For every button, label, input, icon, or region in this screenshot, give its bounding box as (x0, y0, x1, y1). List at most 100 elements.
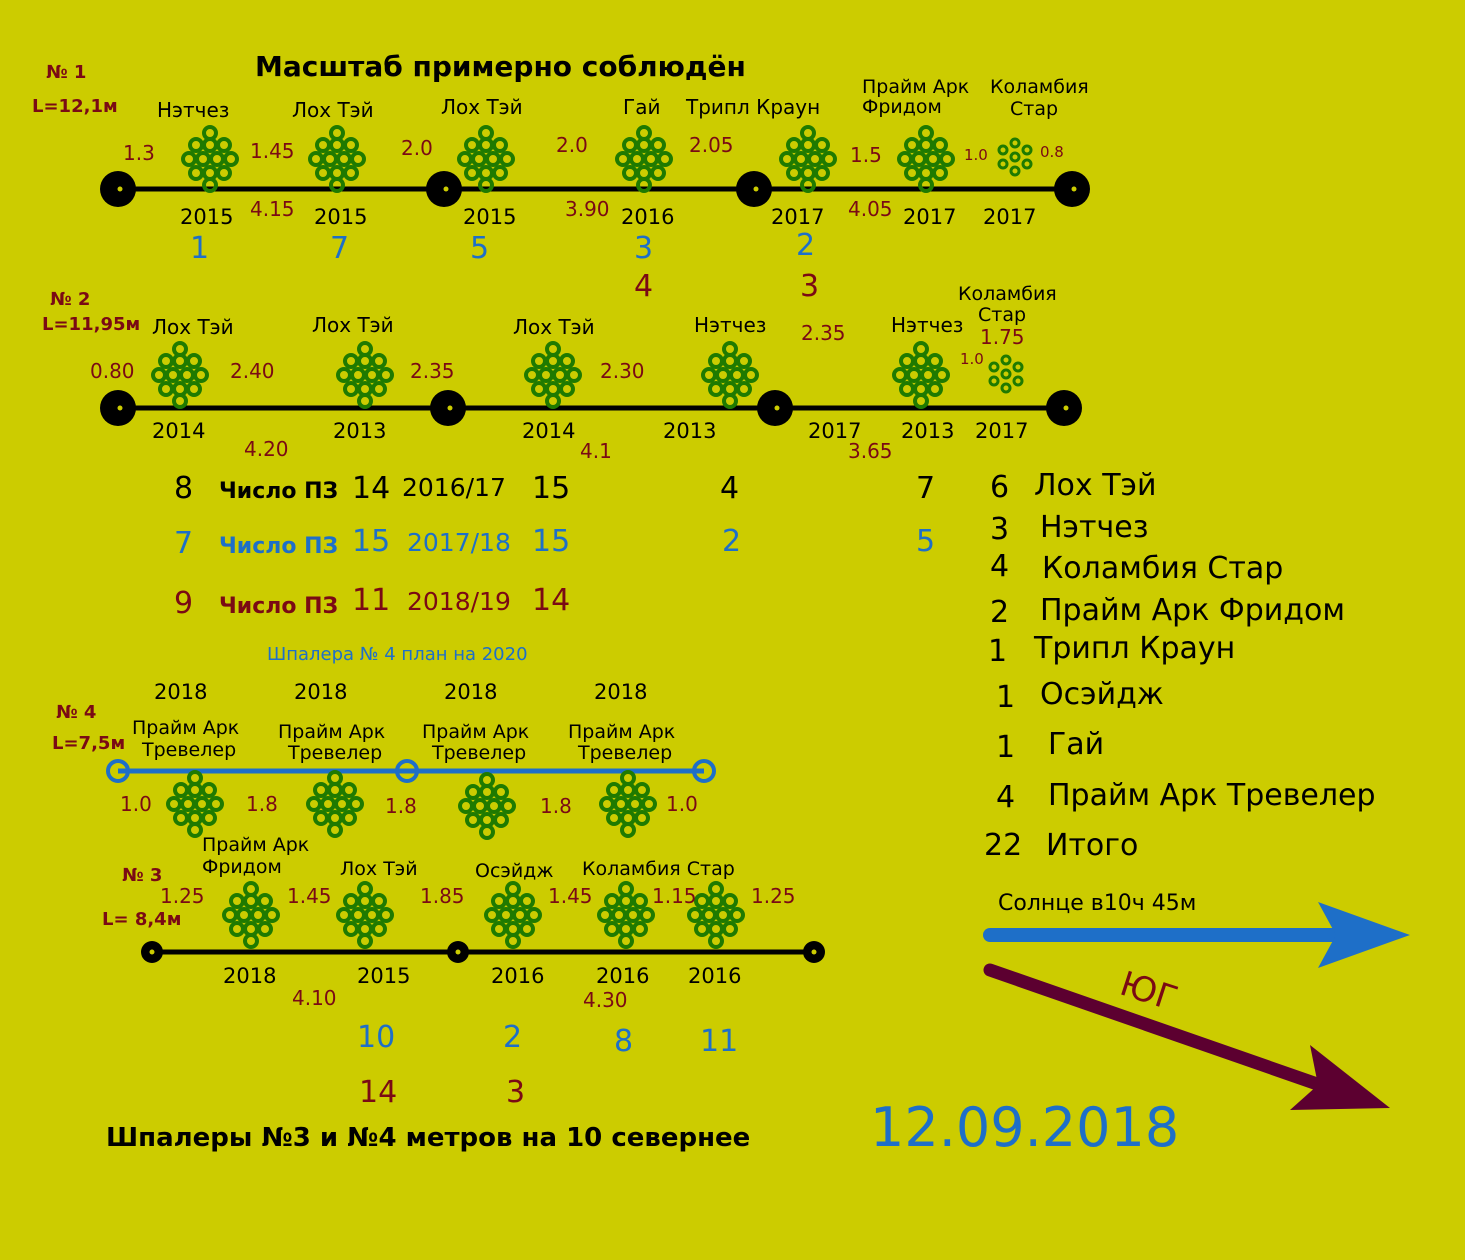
tree-name: Лох Тэй (152, 315, 234, 339)
gap-label: 1.85 (420, 884, 465, 908)
gap-label: 1.25 (160, 884, 205, 908)
post (106, 759, 130, 783)
section-length: 4.20 (244, 437, 289, 461)
count-season: 2018/19 (407, 587, 511, 616)
date-label: 12.09.2018 (870, 1096, 1179, 1159)
tree-year: 2013 (663, 419, 716, 443)
row-1: № 1 L=12,1м Нэтчез Лох Тэй Лох Тэй Гай Т… (32, 62, 1090, 304)
tree-name: Тревелер (287, 742, 382, 764)
tree-year: 2016 (621, 205, 674, 229)
tree-name: Лох Тэй (513, 315, 595, 339)
shrub (892, 341, 950, 409)
variety-name: Нэтчез (1040, 510, 1149, 545)
variety-count: 3 (990, 512, 1009, 547)
shrub (336, 341, 394, 409)
shrub (597, 881, 655, 949)
tree-name: Прайм Арк (202, 834, 309, 856)
tree-name: Нэтчез (694, 313, 766, 337)
south-arrow-shaft (983, 963, 1327, 1092)
tree-name: Тревелер (431, 742, 526, 764)
count-cell: 7 (916, 471, 935, 506)
gap-label: 1.3 (123, 141, 155, 165)
tree-name: Прайм Арк (132, 717, 239, 739)
south-arrow: ЮГ (983, 963, 1390, 1110)
count-cell: 14 (352, 471, 390, 506)
section-length: 4.05 (848, 197, 893, 221)
counts-row-2018: 9 Число ПЗ 11 2018/19 14 (174, 583, 570, 621)
tree-year: 2015 (314, 205, 367, 229)
gap-label: 2.05 (689, 133, 734, 157)
count-blue: 1 (190, 231, 209, 266)
tree-year: 2017 (903, 205, 956, 229)
gap-label: 2.30 (600, 359, 645, 383)
gap-label: 1.45 (250, 139, 295, 163)
count-cell: 8 (174, 471, 193, 506)
post (100, 171, 136, 207)
tree-year: 2018 (223, 964, 276, 988)
count-season: 2017/18 (407, 528, 511, 557)
count-blue: 8 (614, 1024, 633, 1059)
tree-name: Гай (623, 95, 660, 119)
tree-name: Тревелер (141, 739, 236, 761)
gap-label: 1.45 (548, 884, 593, 908)
shrub (222, 881, 280, 949)
count-maroon: 14 (359, 1075, 397, 1110)
tree-name: Тревелер (577, 742, 672, 764)
count-maroon: 3 (800, 269, 819, 304)
tree-name: Фридом (202, 856, 282, 878)
sun-arrow: Солнце в10ч 45м (983, 891, 1410, 968)
shrub (306, 770, 364, 838)
count-cell: 2 (722, 524, 741, 559)
south-arrow-head (1290, 1045, 1390, 1110)
gap-label: 1.25 (751, 884, 796, 908)
post (1046, 390, 1082, 426)
gap-label: 1.0 (120, 792, 152, 816)
shrub (484, 881, 542, 949)
count-blue: 2 (503, 1020, 522, 1055)
sun-label: Солнце в10ч 45м (998, 891, 1196, 916)
tree-name: Коламбия (990, 76, 1089, 98)
gap-label: 1.15 (652, 884, 697, 908)
tree-name: Коламбия (958, 283, 1057, 305)
row-number: № 2 (50, 289, 90, 310)
shrub (779, 125, 837, 193)
shrub (524, 341, 582, 409)
shrub-small (997, 137, 1033, 177)
post (1054, 171, 1090, 207)
variety-count: 1 (996, 730, 1015, 765)
count-cell: 15 (352, 524, 390, 559)
post (100, 390, 136, 426)
tree-year: 2016 (688, 964, 741, 988)
tree-name: Стар (1010, 98, 1058, 120)
row-length: L=12,1м (32, 96, 118, 117)
tree-name: Осэйдж (475, 860, 553, 882)
tree-year: 2013 (901, 419, 954, 443)
post (430, 390, 466, 426)
variety-name: Осэйдж (1040, 677, 1164, 712)
variety-name: Гай (1048, 727, 1104, 762)
variety-count: 6 (990, 470, 1009, 505)
row-number: № 4 (56, 702, 96, 723)
row-2: № 2 L=11,95м Лох Тэй Лох Тэй Лох Тэй Нэт… (42, 283, 1082, 463)
tree-year: 2017 (975, 419, 1028, 443)
tree-year: 2016 (491, 964, 544, 988)
gap-label: 1.8 (540, 794, 572, 818)
tree-year: 2018 (294, 680, 347, 704)
tree-name: Нэтчез (891, 313, 963, 337)
tree-name: Нэтчез (157, 98, 229, 122)
shrub (599, 770, 657, 838)
tree-year: 2018 (154, 680, 207, 704)
counts-row-2017: 7 Число ПЗ 15 2017/18 15 2 5 (174, 524, 935, 561)
row-length: L=7,5м (52, 733, 125, 754)
varieties-list: 6 Лох Тэй 3 Нэтчез 4 Коламбия Стар 2 Пра… (984, 468, 1376, 863)
gap-label: 1.0 (964, 146, 988, 164)
tree-year: 2015 (180, 205, 233, 229)
shrub (458, 772, 516, 840)
row-number: № 1 (46, 62, 86, 83)
section-length: 4.1 (580, 439, 612, 463)
gap-label: 1.8 (246, 792, 278, 816)
count-blue: 7 (330, 231, 349, 266)
count-blue: 5 (470, 231, 489, 266)
gap-label: 1.8 (385, 794, 417, 818)
